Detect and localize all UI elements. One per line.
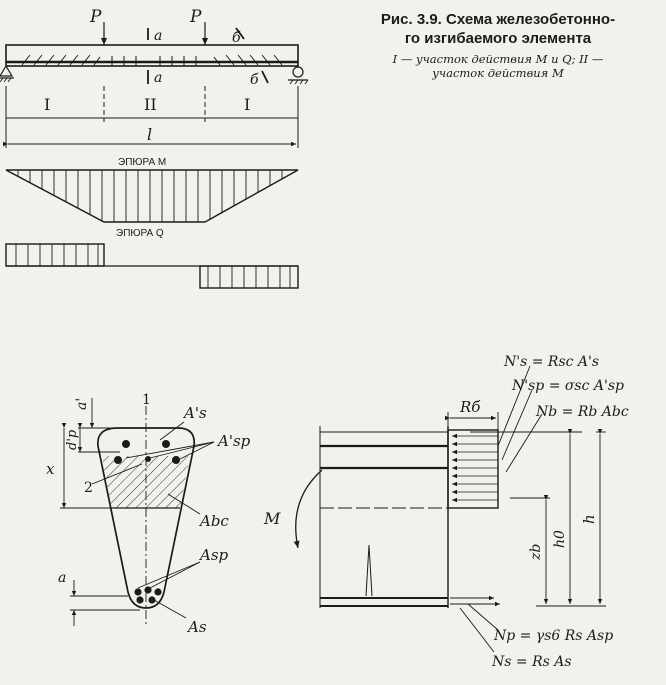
label-x: x (46, 460, 55, 478)
caption-title-line2: го изгибаемого элемента (404, 30, 592, 47)
label-h: h (580, 514, 598, 524)
label-2: 2 (84, 480, 93, 496)
label-M: M (263, 509, 281, 528)
label-Abc: Abc (198, 512, 229, 530)
beam-scheme (0, 22, 309, 289)
label-zb: zb (528, 544, 544, 561)
label-Nsp-prime: N'sp = σsc A'sp (511, 378, 624, 394)
section-outline (97, 427, 196, 609)
label-As-prime: A's (182, 404, 207, 422)
label-moment-diagram: ЭПЮРА М (118, 157, 166, 168)
label-Rb: Rб (459, 398, 481, 416)
shear-diagram-positive (5, 243, 105, 267)
cross-section (60, 398, 215, 626)
label-As: As (186, 618, 207, 636)
stress-diagram (293, 365, 606, 653)
label-zone-middle: II (144, 95, 157, 114)
label-zone-right: I (244, 95, 250, 114)
label-Nb: Nb = Rb Abc (535, 404, 629, 420)
caption-title: Рис. 3.9. Схема железобетонно- го изгиба… (338, 10, 658, 48)
section-mark-b-bottom (261, 70, 269, 84)
bar-Asp (134, 588, 142, 596)
label-span: l (147, 125, 152, 144)
figure-caption: Рис. 3.9. Схема железобетонно- го изгиба… (338, 10, 658, 80)
label-dp-prime: d'p (65, 429, 80, 450)
label-Ns: Ns = Rs As (491, 654, 572, 670)
caption-subtitle-line1: I — участок действия M и Q; II — (392, 52, 604, 66)
bar-As-prime (122, 440, 130, 448)
label-Ns-prime: N's = Rsc A's (503, 354, 599, 370)
beam-crack-pattern (21, 54, 283, 66)
beam-body (5, 44, 299, 67)
label-load-left: P (89, 7, 102, 27)
section-mark-b-top (235, 27, 245, 40)
bar-As (148, 596, 156, 604)
label-zone-left: I (44, 95, 50, 114)
moment-diagram-hatching (17, 170, 283, 222)
label-h0: h0 (552, 530, 568, 548)
bar-As-prime (162, 440, 170, 448)
label-Asp-prime: A'sp (216, 432, 251, 450)
label-Np: Np = γs6 Rs Asp (493, 628, 613, 644)
label-section-b-top: б (232, 30, 241, 46)
label-section-a-bottom: a (154, 70, 162, 86)
label-a-prime: a' (74, 398, 90, 410)
label-Asp: Asp (198, 546, 229, 564)
pinned-support-left (0, 64, 14, 77)
label-section-b-bottom: б (250, 72, 259, 88)
bar-As (136, 596, 144, 604)
caption-subtitle-line2: участок действия M (432, 66, 564, 80)
label-1: 1 (142, 392, 151, 408)
compression-stress-block (447, 429, 499, 509)
moment-diagram-outline (5, 169, 299, 223)
section-bars (114, 440, 180, 604)
label-load-right: P (189, 7, 202, 27)
bar-Asp-prime (114, 456, 122, 464)
caption-subtitle: I — участок действия M и Q; II — участок… (338, 52, 658, 80)
label-shear-diagram: ЭПЮРА Q (116, 228, 164, 239)
label-a: a (58, 570, 66, 586)
caption-title-line1: Рис. 3.9. Схема железобетонно- (380, 11, 616, 28)
bar-Asp (144, 586, 152, 594)
shear-diagram-negative (199, 265, 299, 289)
label-section-a-top: a (154, 28, 162, 44)
moment-arrow (293, 469, 323, 549)
bar-center (145, 456, 151, 462)
roller-support-right (292, 66, 304, 78)
bar-Asp-prime (172, 456, 180, 464)
bar-Asp (154, 588, 162, 596)
